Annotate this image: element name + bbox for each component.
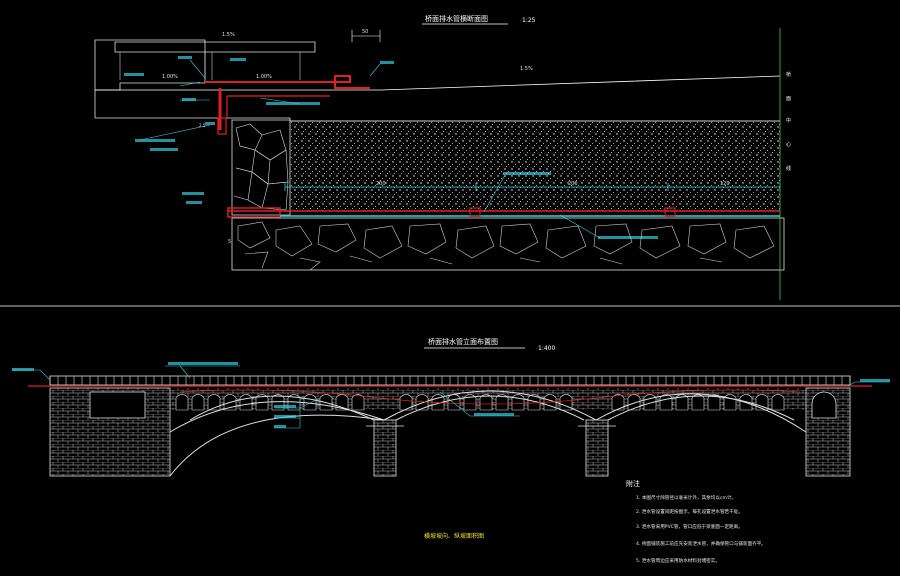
note-5: 5. 泄水管周边应采用防水材料封堵密实。 xyxy=(636,557,720,564)
spandrel-arch xyxy=(495,394,509,411)
notes-block: 附注 1. 本图尺寸除管径以毫米计外，其余均以cm计。 2. 泄水管设置间距按图… xyxy=(626,479,766,564)
top-detail: 桥面排水管横断面图 1:25 1.5% 1.00% 1.00% 50 1.5% xyxy=(94,14,791,300)
yellow-label: 横坡坡向、纵坡面积图 xyxy=(424,532,484,540)
spandrel-arch xyxy=(479,394,493,411)
bottom-scale: 1:400 xyxy=(538,345,555,352)
cl-char-2: 面 xyxy=(786,96,791,102)
slope-mid: 1.00% xyxy=(162,74,178,80)
cl-char-3: 中 xyxy=(786,117,791,124)
note-2: 2. 泄水管设置间距按图示，每孔设置泄水管若干处。 xyxy=(636,508,743,515)
spandrel-arch xyxy=(175,394,189,411)
dim-3: 120 xyxy=(720,181,730,187)
cl-char-4: 心 xyxy=(786,141,791,148)
spandrel-arch xyxy=(691,394,705,411)
spandrel-arch xyxy=(447,394,461,411)
notes-title: 附注 xyxy=(626,479,640,488)
spandrel-arch xyxy=(707,394,721,411)
spandrel-arch xyxy=(611,394,625,411)
spandrel-arch xyxy=(239,394,253,411)
spandrel-arch xyxy=(415,394,429,411)
dim-1: 200 xyxy=(376,181,386,187)
spandrel-arch xyxy=(659,394,673,411)
note-3: 3. 泄水管采用PVC管，管口应低于梁底面一定距离。 xyxy=(636,523,743,530)
left-dim-a: 2.5 xyxy=(199,123,206,128)
bridge-elevation: 桥面排水管立面布置图 1:400 xyxy=(12,337,890,477)
spandrel-arch xyxy=(191,394,205,411)
spandrel-arch xyxy=(399,394,413,411)
note-4: 4. 桥面铺装施工前应先安装泄水管，并确保管口与铺装面齐平。 xyxy=(636,540,766,547)
top-scale: 1:25 xyxy=(522,17,536,24)
cl-char-5: 线 xyxy=(786,165,791,172)
spandrel-arch xyxy=(643,394,657,411)
dim-top: 50 xyxy=(362,29,368,35)
spandrel-arch xyxy=(755,394,769,411)
spandrel-arch xyxy=(771,394,785,411)
spandrel-arch xyxy=(627,394,641,411)
spandrel-arch xyxy=(351,394,365,411)
spandrel-arch xyxy=(527,394,541,411)
spandrel-arch xyxy=(207,394,221,411)
left-dim-b: 5 xyxy=(228,239,231,245)
spandrel-arch xyxy=(511,394,525,411)
dim-2: 200 xyxy=(568,181,578,187)
bottom-title: 桥面排水管立面布置图 xyxy=(428,337,498,346)
top-title: 桥面排水管横断面图 xyxy=(425,14,488,23)
slope-kerb: 1.00% xyxy=(256,74,272,80)
spandrel-arch xyxy=(559,394,573,411)
slope-right: 1.5% xyxy=(520,66,533,72)
slope-left: 1.5% xyxy=(222,32,235,38)
note-1: 1. 本图尺寸除管径以毫米计外，其余均以cm计。 xyxy=(636,494,736,501)
cl-char-1: 桥 xyxy=(786,71,791,78)
